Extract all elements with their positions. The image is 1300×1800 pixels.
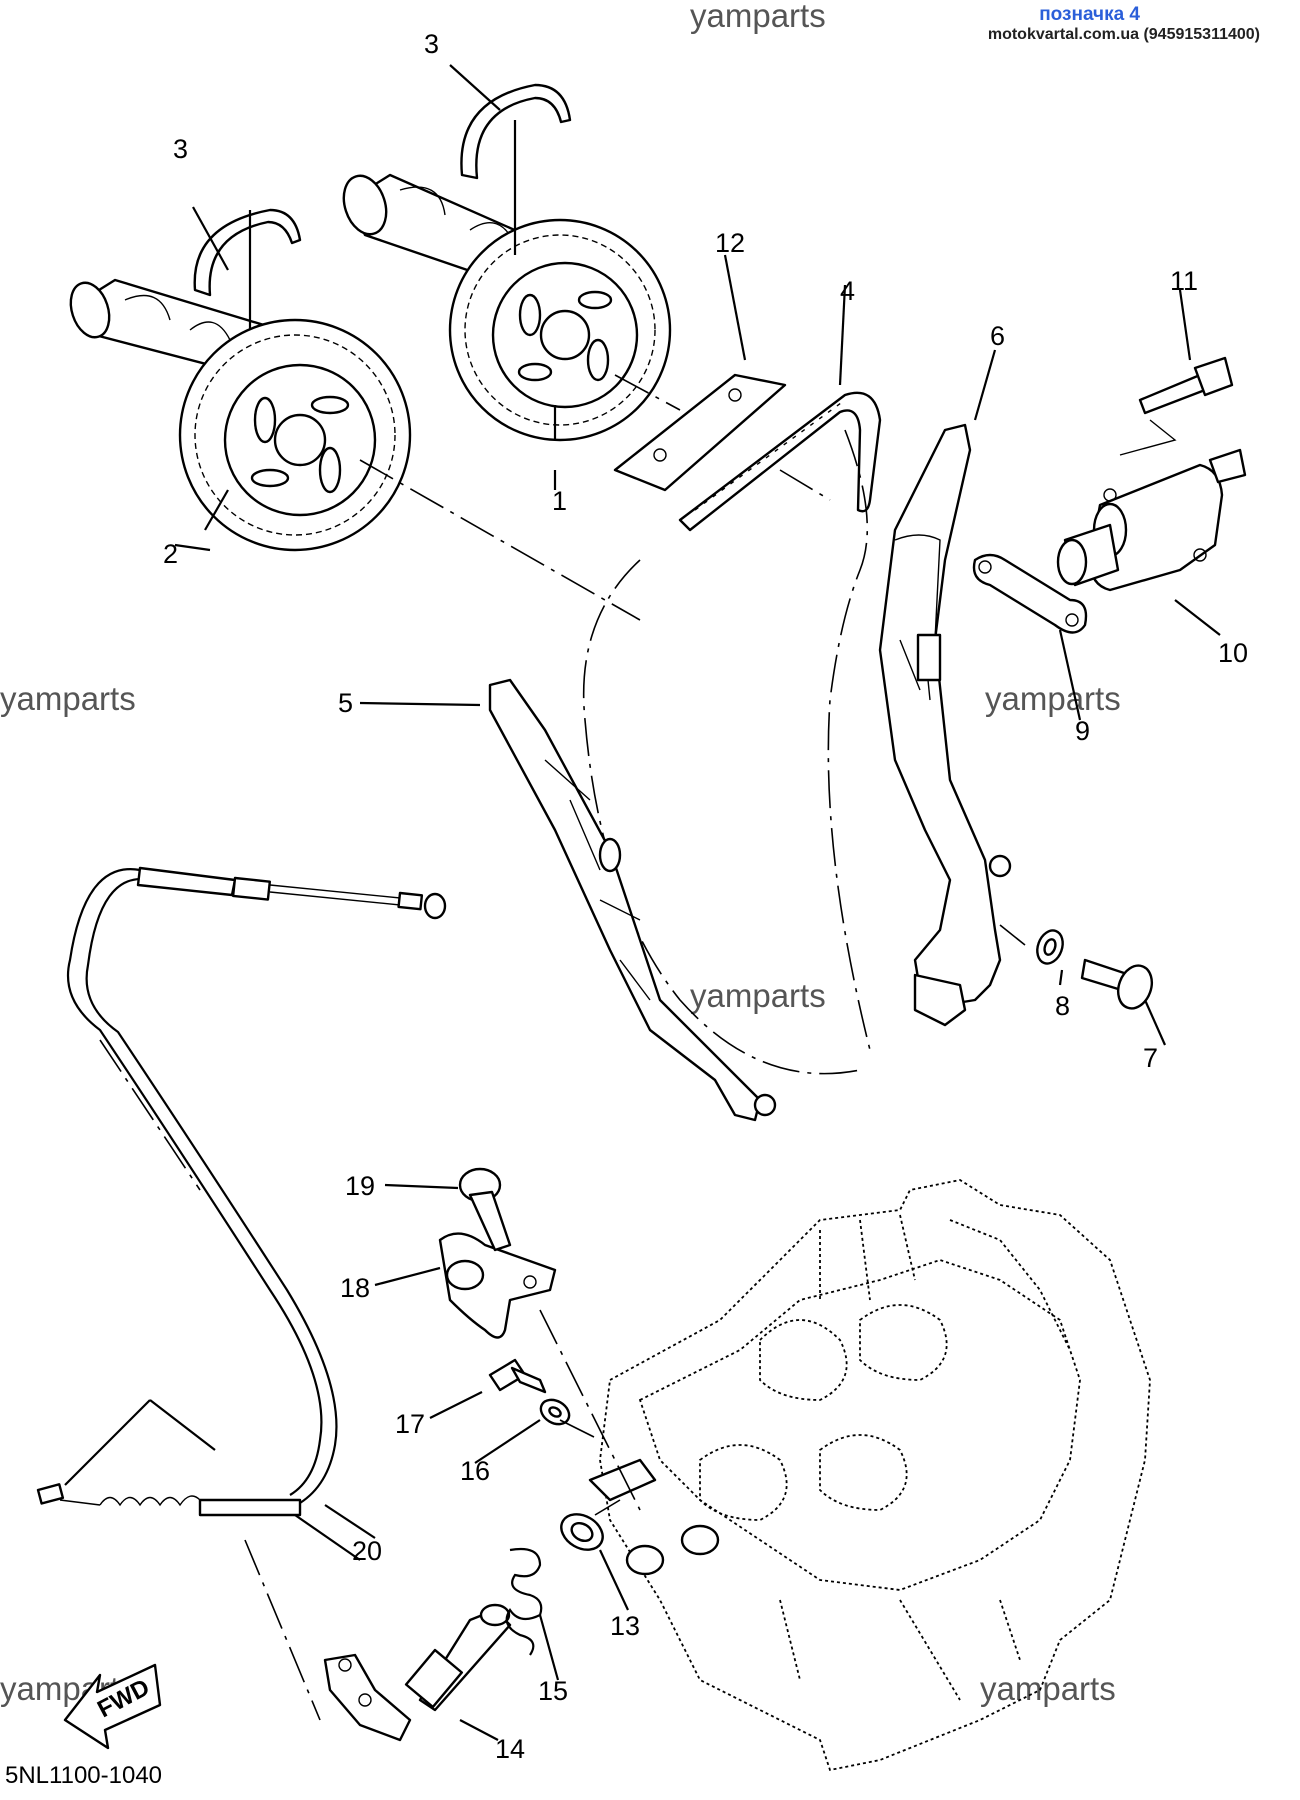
callout-11: 11 <box>1170 266 1198 296</box>
camshaft-intake <box>342 173 672 442</box>
callout-7: 7 <box>1143 1043 1158 1073</box>
callout-13: 13 <box>610 1611 640 1641</box>
watermark-center: yamparts <box>690 977 826 1014</box>
washer-16 <box>539 1398 571 1426</box>
cam-chain-tensioner <box>1056 448 1247 592</box>
watermark-top: yamparts <box>690 0 826 34</box>
clip-intake <box>460 83 572 180</box>
callout-15: 15 <box>538 1676 568 1706</box>
callout-6: 6 <box>990 321 1005 351</box>
gasket-9 <box>972 553 1088 634</box>
site-label: motokvartal.com.ua (945915311400) <box>987 26 1260 43</box>
decompression-cable <box>36 866 447 1517</box>
callout-3-intake: 3 <box>424 29 439 59</box>
oil-seal-13 <box>560 1513 604 1551</box>
chain-guide-exhaust <box>488 678 777 1122</box>
washer-8 <box>1036 929 1064 965</box>
cylinder-head <box>588 1179 1151 1772</box>
watermark-bottom-right: yamparts <box>980 1670 1116 1707</box>
callout-18: 18 <box>340 1273 370 1303</box>
tag-label: позначка 4 <box>1039 4 1140 25</box>
chain-guide-intake <box>878 423 1012 1027</box>
callout-3-exhaust: 3 <box>173 134 188 164</box>
bolt-19 <box>458 1167 512 1252</box>
callout-20: 20 <box>352 1536 382 1566</box>
callout-16: 16 <box>460 1456 490 1486</box>
callout-4: 4 <box>840 276 855 306</box>
clip-exhaust <box>193 208 302 297</box>
camshaft-exhaust <box>69 278 412 552</box>
chain-guide-stopper <box>613 373 787 492</box>
callout-1: 1 <box>552 486 567 516</box>
callout-10: 10 <box>1218 638 1248 668</box>
callout-19: 19 <box>345 1171 375 1201</box>
decompression-shaft <box>323 1603 512 1742</box>
callout-2: 2 <box>163 539 178 569</box>
callout-12: 12 <box>715 228 745 258</box>
callout-5: 5 <box>338 688 353 718</box>
watermark-left: yamparts <box>0 680 136 717</box>
bolt-11 <box>1119 356 1234 456</box>
callout-14: 14 <box>495 1734 525 1764</box>
brand-header: позначка 4 motokvartal.com.ua (945915311… <box>988 4 1260 44</box>
bolt-7 <box>1080 958 1154 1010</box>
watermark-right: yamparts <box>985 680 1121 717</box>
cable-bracket-18 <box>438 1232 557 1339</box>
bolt-17 <box>488 1358 547 1394</box>
callout-9: 9 <box>1075 716 1090 746</box>
catalog-code: 5NL1100-1040 <box>5 1762 162 1789</box>
timing-chain <box>582 391 882 1075</box>
callout-17: 17 <box>395 1409 425 1439</box>
leader-lines <box>64 64 1221 1741</box>
callout-8: 8 <box>1055 991 1070 1021</box>
spring-15 <box>505 1547 543 1656</box>
